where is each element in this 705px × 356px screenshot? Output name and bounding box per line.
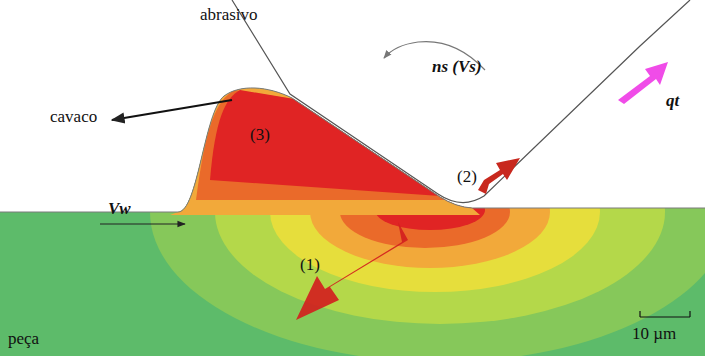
callout-number: (2) bbox=[457, 168, 477, 185]
velocity-label: ns (Vs) bbox=[432, 58, 482, 75]
symbol-label: Vw bbox=[108, 200, 131, 217]
feed-arrow bbox=[100, 223, 185, 224]
callout-number: (1) bbox=[300, 256, 320, 273]
part-label: abrasivo bbox=[200, 6, 258, 23]
part-label: cavaco bbox=[50, 108, 97, 125]
workpiece bbox=[0, 62, 705, 356]
heat-arrow bbox=[478, 158, 520, 194]
heat-arrow bbox=[296, 222, 408, 320]
workpiece-outline bbox=[0, 88, 705, 212]
chip bbox=[170, 80, 490, 220]
callout-number: (3) bbox=[250, 126, 270, 143]
scale-label: 10 µm bbox=[632, 325, 676, 342]
abrasive-grain bbox=[232, 0, 690, 203]
scale-bar bbox=[640, 311, 690, 317]
symbol-label: qt bbox=[666, 92, 679, 109]
leader-arrow bbox=[112, 100, 232, 120]
part-label: peça bbox=[8, 330, 39, 347]
heat-flux-arrow bbox=[618, 62, 668, 104]
